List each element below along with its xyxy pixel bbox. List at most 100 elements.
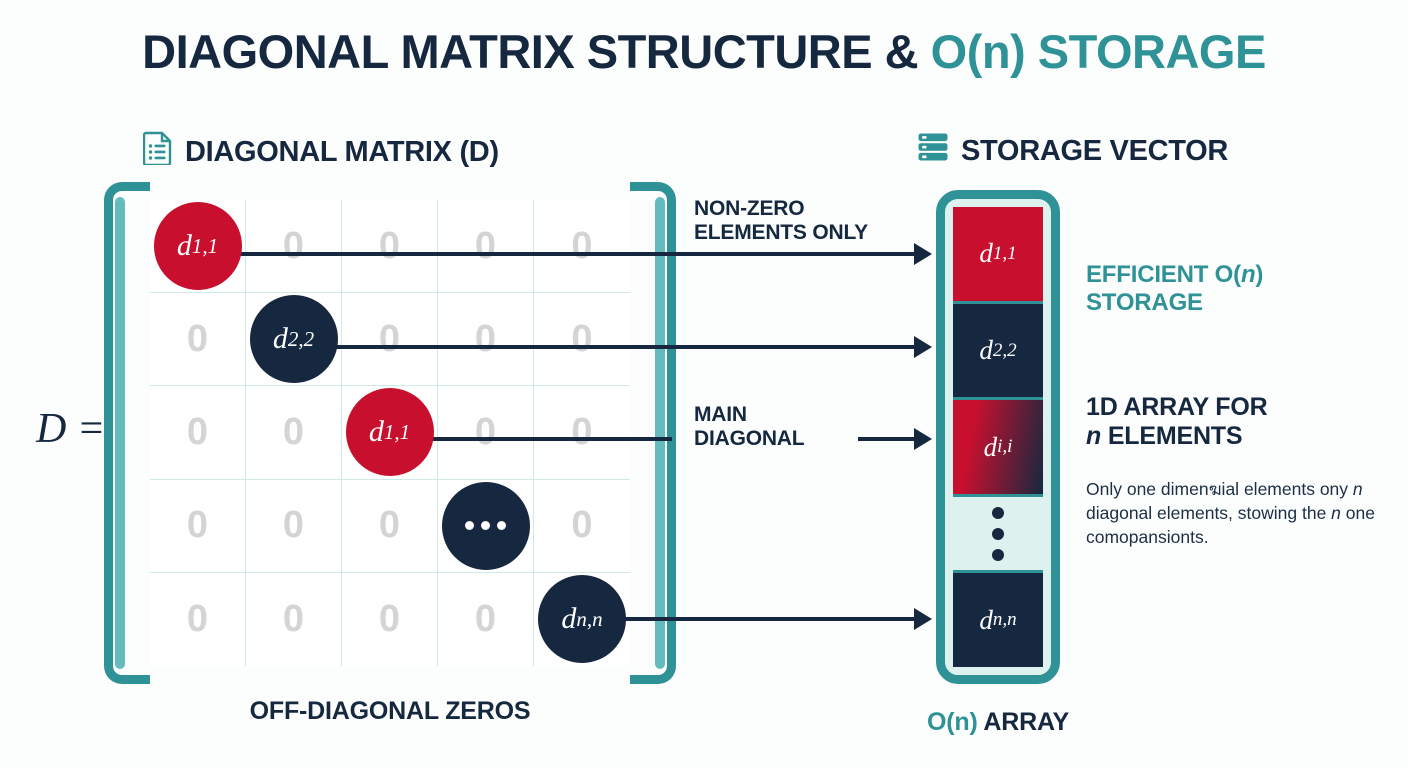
note-body-part3: diagonal (1086, 502, 1153, 523)
vertical-ellipsis-icon (992, 506, 1004, 561)
arrow-line-4 (608, 617, 916, 621)
zero-element: 0 (282, 410, 305, 453)
note-efficient-n: n (1240, 261, 1256, 288)
server-stack-icon (917, 131, 949, 171)
note-array-n: n (1086, 422, 1102, 450)
on-array-caption: O(n) ARRAY (866, 708, 1130, 737)
matrix-cell-3-1: 0 (150, 386, 246, 480)
matrix-cell-2-3: 0 (342, 293, 438, 387)
matrix-cell-5-3: 0 (342, 572, 438, 666)
vector-header-label: STORAGE VECTOR (961, 134, 1229, 167)
arrow-head-3 (914, 428, 932, 450)
zero-element: 0 (186, 317, 209, 360)
zero-element: 0 (571, 410, 593, 453)
arrow-line-3a (414, 437, 672, 441)
matrix-cell-5-4: 0 (438, 572, 534, 666)
zero-element: 0 (186, 410, 209, 453)
zero-element: 0 (474, 224, 497, 267)
zero-element: 0 (378, 504, 401, 547)
matrix-cell-1-2: 0 (246, 200, 342, 294)
document-list-icon (142, 131, 173, 173)
matrix-cell-3-4: 0 (438, 386, 534, 480)
on-array-caption-rest: ARRAY (977, 708, 1069, 736)
off-diagonal-caption: OFF-DIAGONAL ZEROS (249, 697, 531, 725)
zero-element: 0 (474, 410, 497, 453)
note-array-line1: 1D ARRAY FOR (1086, 393, 1268, 421)
diagonal-element-4-4 (441, 481, 530, 570)
zero-element: 0 (378, 597, 401, 640)
note-body-part1: Only one dimenฆial (1086, 479, 1240, 499)
arrow-label-main-diagonal: MAIN DIAGONAL (694, 403, 805, 451)
zero-element: 0 (282, 224, 305, 267)
zero-element: 0 (186, 504, 209, 547)
note-body-part2: elements ony (1243, 479, 1353, 499)
matrix-cell-3-5: 0 (534, 386, 630, 480)
matrix-cell-4-5: 0 (534, 480, 630, 573)
note-body-part4: elements, stowing the (1157, 502, 1332, 523)
note-efficient-storage: EFFICIENT O(n) STORAGE (1086, 261, 1386, 318)
matrix-cell-2-4: 0 (438, 293, 534, 387)
arrow-line-2 (318, 345, 916, 349)
note-body-text: Only one dimenฆial elements ony n diagon… (1086, 478, 1376, 549)
arrow-line-1 (198, 252, 916, 256)
zero-element: 0 (571, 317, 593, 360)
zero-element: 0 (571, 224, 593, 267)
matrix-cell-2-1: 0 (150, 293, 246, 387)
matrix-equation-label: D = (36, 406, 106, 452)
matrix-cell-1-3: 0 (342, 200, 438, 294)
matrix-cell-5-2: 0 (246, 572, 342, 666)
zero-element: 0 (282, 504, 305, 547)
note-1d-array: 1D ARRAY FOR n ELEMENTS (1086, 393, 1386, 451)
matrix-cell-4-3: 0 (342, 479, 438, 573)
note-body-n2: n (1331, 502, 1341, 523)
arrow-label-non-zero: NON-ZERO ELEMENTS ONLY (694, 197, 868, 245)
matrix-bracket-right (630, 182, 676, 684)
matrix-cell-1-4: 0 (438, 200, 534, 294)
matrix-cell-4-2: 0 (246, 479, 342, 573)
zero-element: 0 (186, 597, 209, 640)
matrix-cell-2-5: 0 (534, 293, 630, 387)
page-title: DIAGONAL MATRIX STRUCTURE & O(n) STORAGE (0, 24, 1408, 79)
note-efficient-lead: EFFICIENT O( (1086, 261, 1241, 288)
note-efficient-close: ) (1255, 261, 1264, 288)
note-body-n1: n (1352, 479, 1363, 499)
note-array-line2: ELEMENTS (1101, 422, 1243, 450)
zero-element: 0 (378, 317, 401, 360)
matrix-section-header: DIAGONAL MATRIX (D) (142, 131, 499, 173)
page-title-accent: O(n) STORAGE (930, 25, 1267, 78)
matrix-cell-3-2: 0 (246, 386, 342, 480)
matrix-bracket-left (104, 182, 150, 684)
zero-element: 0 (474, 597, 497, 640)
matrix-cell-1-5: 0 (534, 200, 630, 294)
matrix-cell-4-1: 0 (150, 479, 246, 573)
on-array-caption-accent: O(n) (927, 708, 978, 736)
vector-section-header: STORAGE VECTOR (917, 131, 1228, 171)
zero-element: 0 (474, 317, 497, 360)
vector-cell-4 (953, 497, 1043, 574)
zero-element: 0 (378, 224, 401, 267)
matrix-header-label: DIAGONAL MATRIX (D) (185, 135, 499, 168)
zero-element: 0 (571, 504, 593, 547)
page-title-lead: DIAGONAL MATRIX STRUCTURE & (142, 25, 931, 78)
arrow-line-3b (858, 437, 916, 441)
note-efficient-storage-word: STORAGE (1086, 289, 1203, 317)
arrow-head-2 (914, 336, 932, 358)
zero-element: 0 (282, 597, 305, 640)
note-body-part5: one comopansionts. (1086, 502, 1375, 547)
matrix-cell-5-1: 0 (150, 572, 246, 666)
